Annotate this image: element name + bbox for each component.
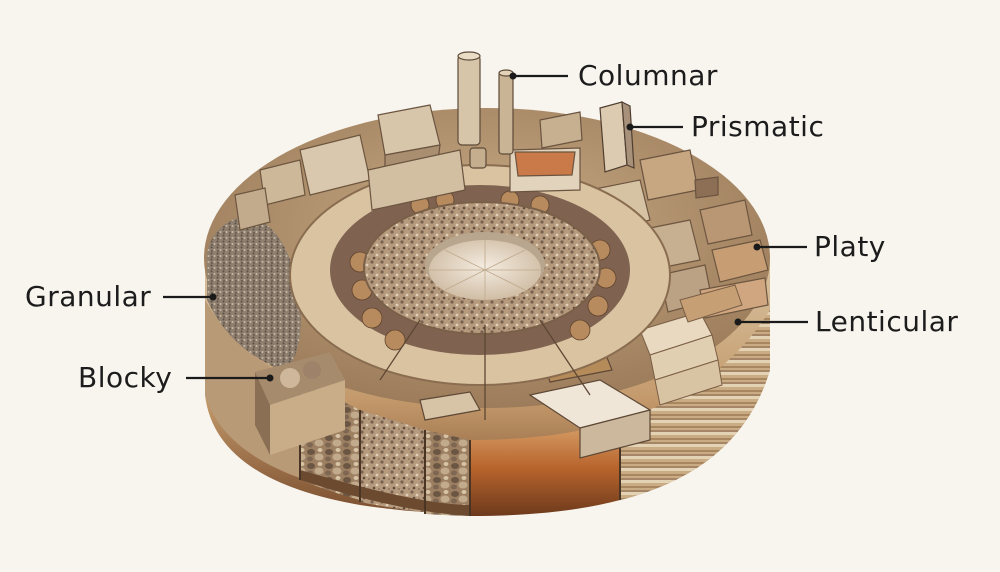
label-platy: Platy <box>814 233 886 261</box>
label-columnar: Columnar <box>578 62 718 90</box>
prismatic-pillar <box>600 102 634 172</box>
label-blocky: Blocky <box>78 364 172 392</box>
label-prismatic: Prismatic <box>691 113 824 141</box>
label-lenticular: Lenticular <box>815 308 958 336</box>
label-granular: Granular <box>25 283 151 311</box>
